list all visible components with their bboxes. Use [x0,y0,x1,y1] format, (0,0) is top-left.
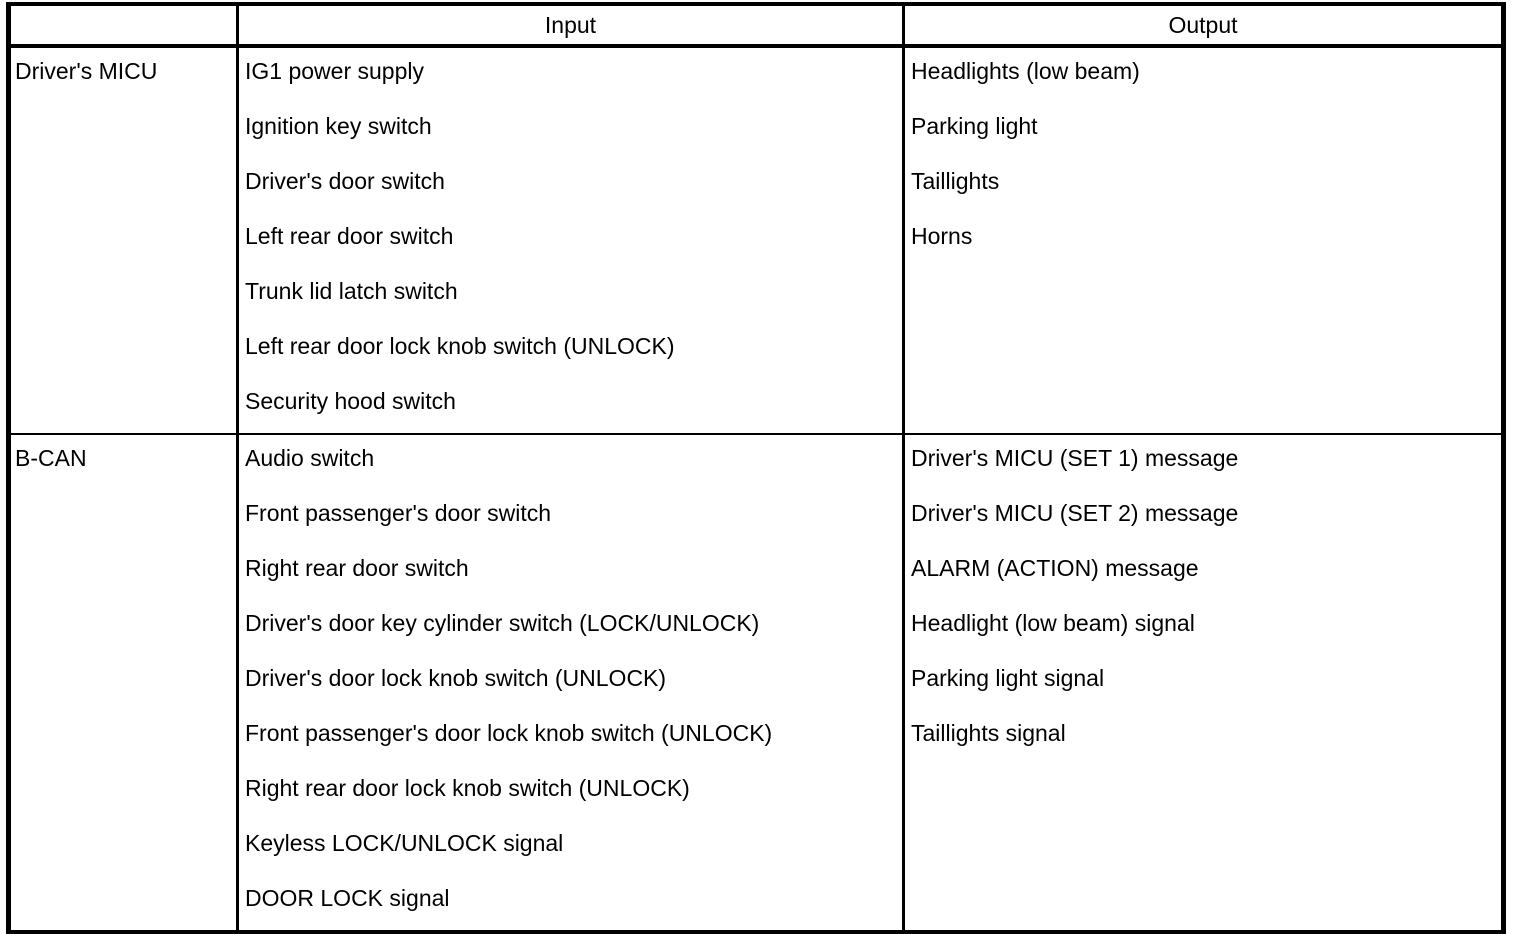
list-item: Driver's door lock knob switch (UNLOCK) [245,665,667,691]
list-item: IG1 power supply [245,58,424,84]
list-item: Ignition key switch [245,113,432,139]
list-item: Front passenger's door lock knob switch … [245,720,773,746]
system-label: B-CAN [15,445,87,471]
list-item: Driver's door switch [245,168,445,194]
list-item: Left rear door lock knob switch (UNLOCK) [245,333,675,359]
list-item: Parking light [911,113,1038,139]
system-cell-drivers-micu: Driver's MICU [8,46,239,435]
list-item: Left rear door switch [245,223,454,249]
list-item: DOOR LOCK signal [245,885,450,911]
column-header-input: Input [237,4,905,48]
list-item: Parking light signal [911,665,1105,691]
list-item: Trunk lid latch switch [245,278,458,304]
document-page: Input Output Driver's MICU IG1 power sup… [6,2,1506,934]
table-row: Driver's MICU IG1 power supply Ignition … [8,46,1504,435]
output-list: Driver's MICU (SET 1) message Driver's M… [905,435,1501,765]
list-item: Audio switch [245,445,375,471]
list-item: Keyless LOCK/UNLOCK signal [245,830,564,856]
output-cell-b-can: Driver's MICU (SET 1) message Driver's M… [904,434,1504,932]
output-list: Headlights (low beam) Parking light Tail… [905,48,1501,268]
list-item: Driver's MICU (SET 2) message [911,500,1239,526]
system-label: Driver's MICU [15,58,158,84]
list-item: Right rear door switch [245,555,469,581]
output-cell-drivers-micu: Headlights (low beam) Parking light Tail… [903,46,1504,435]
input-cell-drivers-micu: IG1 power supply Ignition key switch Dri… [237,46,905,435]
table-header-row: Input Output [8,4,1504,48]
list-item: Security hood switch [245,388,456,414]
input-list: Audio switch Front passenger's door swit… [239,435,902,930]
table-body: Driver's MICU IG1 power supply Ignition … [8,46,1504,932]
list-item: Driver's MICU (SET 1) message [911,445,1239,471]
column-header-output: Output [903,4,1504,48]
list-item: ALARM (ACTION) message [911,555,1199,581]
list-item: Headlight (low beam) signal [911,610,1195,636]
input-output-table: Input Output Driver's MICU IG1 power sup… [6,2,1506,934]
list-item: Front passenger's door switch [245,500,552,526]
table-row: B-CAN Audio switch Front passenger's doo… [8,434,1504,932]
list-item: Horns [911,223,973,249]
list-item: Taillights signal [911,720,1066,746]
system-cell-b-can: B-CAN [8,434,239,932]
column-header-system [8,4,239,48]
input-list: IG1 power supply Ignition key switch Dri… [239,48,902,433]
input-cell-b-can: Audio switch Front passenger's door swit… [237,434,905,932]
list-item: Driver's door key cylinder switch (LOCK/… [245,610,760,636]
list-item: Taillights [911,168,1000,194]
list-item: Headlights (low beam) [911,58,1140,84]
list-item: Right rear door lock knob switch (UNLOCK… [245,775,690,801]
